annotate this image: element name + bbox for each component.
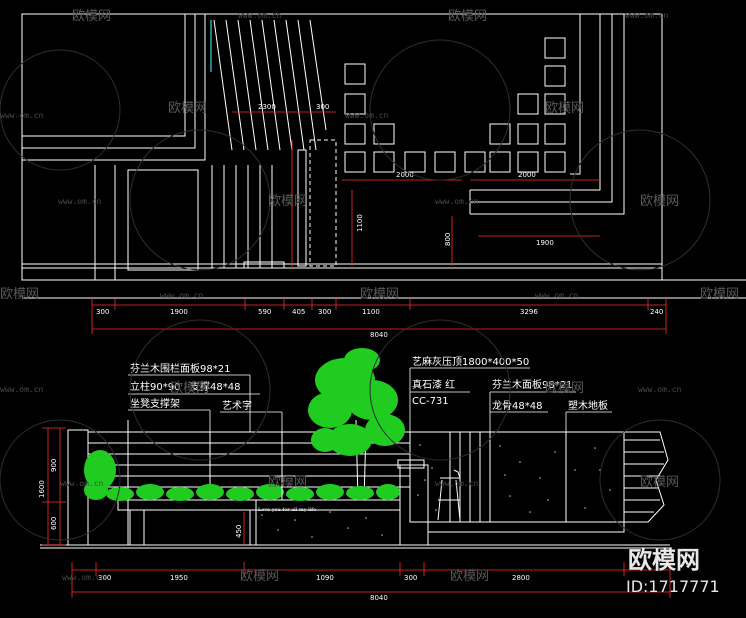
elev-dim-450: 450	[235, 525, 243, 538]
watermark-brand: 欧模网	[170, 381, 209, 396]
plan-row-dim-3296: 3296	[520, 308, 538, 316]
elev-bottom-dim-300b: 300	[404, 574, 417, 582]
label-support: 支撑48*48	[190, 380, 240, 393]
stone-texture	[261, 444, 611, 538]
label-paint-code: CC-731	[412, 396, 449, 407]
watermark-brand: 欧模网	[640, 194, 679, 209]
plan-board-strips	[211, 165, 273, 268]
watermark-url: www.om.cn	[638, 385, 682, 394]
watermark-brand: 欧模网	[240, 569, 279, 584]
elev-bottom-dim-1090: 1090	[316, 574, 334, 582]
label-post: 立柱90*90	[130, 380, 180, 393]
plan-dim-1100: 1100	[356, 214, 364, 232]
watermark-texts: 欧模网 欧模网 欧模网 欧模网 欧模网 欧模网 欧模网 欧模网 欧模网 欧模网 …	[0, 9, 739, 584]
watermark-brand: 欧模网	[360, 287, 399, 302]
watermark-brand: 欧模网	[72, 9, 111, 24]
elevation-labels: 芬兰木围栏面板98*21 立柱90*90 支撑48*48 坐凳支撑架 艺术字 艺…	[130, 355, 608, 513]
watermark-brand: 欧模网	[0, 287, 39, 302]
plan-row-dim-1100: 1100	[362, 308, 380, 316]
plan-row-dim-405: 405	[292, 308, 305, 316]
watermark-url: www.om.cn	[435, 479, 479, 488]
art-text-script: Love you for all my life	[258, 507, 316, 513]
watermark-url: www.om.cn	[535, 291, 579, 300]
plan-view	[21, 13, 746, 299]
brand-stamp-id: ID:1717771	[626, 577, 720, 596]
watermarks	[0, 39, 721, 541]
watermark-url: www.om.cn	[62, 573, 106, 582]
label-paint: 真石漆 红	[412, 378, 455, 391]
elev-total-dim: 8040	[370, 594, 388, 602]
watermark-url: www.om.cn	[345, 111, 389, 120]
plan-dim-1900: 1900	[536, 239, 554, 247]
label-wood-panel: 芬兰木面板98*21	[492, 378, 572, 391]
watermark-brand: 欧模网	[268, 475, 307, 490]
label-art-text: 艺术字	[222, 399, 252, 412]
foliage	[84, 348, 405, 501]
label-fence-panel: 芬兰木围栏面板98*21	[130, 362, 230, 375]
plan-dimension-labels: 2300 300 2000 2000 1100 800 1900 300 190…	[96, 103, 663, 339]
watermark-url: www.om.cn	[0, 385, 44, 394]
plan-dim-2300: 2300	[258, 103, 276, 111]
watermark-url: www.om.cn	[435, 197, 479, 206]
plan-dim-300-top: 300	[316, 103, 329, 111]
watermark-brand: 欧模网	[640, 475, 679, 490]
watermark-url: www.om.cn	[238, 11, 282, 20]
plan-tiles	[344, 37, 566, 173]
watermark-url: www.om.cn	[0, 111, 44, 120]
elev-dim-900: 900	[50, 459, 58, 472]
elev-bottom-dim-1950: 1950	[170, 574, 188, 582]
elev-bottom-dim-300: 300	[98, 574, 111, 582]
watermark-url: www.om.cn	[160, 291, 204, 300]
watermark-url: www.om.cn	[58, 197, 102, 206]
watermark-brand: 欧模网	[545, 381, 584, 396]
plan-dim-2000-left: 2000	[396, 171, 414, 179]
plan-row-dim-240: 240	[650, 308, 663, 316]
elev-dim-1600: 1600	[38, 480, 46, 498]
plan-dim-800: 800	[444, 233, 452, 246]
plan-row-dim-300: 300	[318, 308, 331, 316]
plan-row-dim-1900: 1900	[170, 308, 188, 316]
plan-row-dim-590: 590	[258, 308, 271, 316]
plan-row-dim-300: 300	[96, 308, 109, 316]
watermark-brand: 欧模网	[268, 194, 307, 209]
label-coping: 艺麻灰压顶1800*400*50	[412, 355, 529, 368]
brand-stamp: 欧模网 ID:1717771	[626, 546, 720, 596]
label-deck: 塑木地板	[568, 399, 608, 412]
watermark-brand: 欧模网	[448, 9, 487, 24]
elev-bottom-dim-2800: 2800	[512, 574, 530, 582]
watermark-brand: 欧模网	[545, 101, 584, 116]
watermark-url: www.om.cn	[625, 11, 669, 20]
elevation-dimension-labels: 900 1600 600 450 300 1950 1090 300 2800 …	[38, 459, 530, 602]
brand-stamp-name: 欧模网	[628, 546, 700, 574]
watermark-url: www.om.cn	[60, 479, 104, 488]
plan-dim-2000-right: 2000	[518, 171, 536, 179]
label-joist: 龙骨48*48	[492, 399, 542, 412]
plan-total-dim: 8040	[370, 331, 388, 339]
plan-dimension-lines	[91, 111, 667, 334]
plan-diagonal-slats	[213, 19, 327, 151]
label-bench-frame: 坐凳支撑架	[130, 397, 180, 410]
watermark-brand: 欧模网	[168, 101, 207, 116]
watermark-brand: 欧模网	[700, 287, 739, 302]
elev-dim-600: 600	[50, 517, 58, 530]
elevation-dimension-lines	[42, 427, 671, 598]
watermark-brand: 欧模网	[450, 569, 489, 584]
leader-lines	[128, 367, 612, 500]
